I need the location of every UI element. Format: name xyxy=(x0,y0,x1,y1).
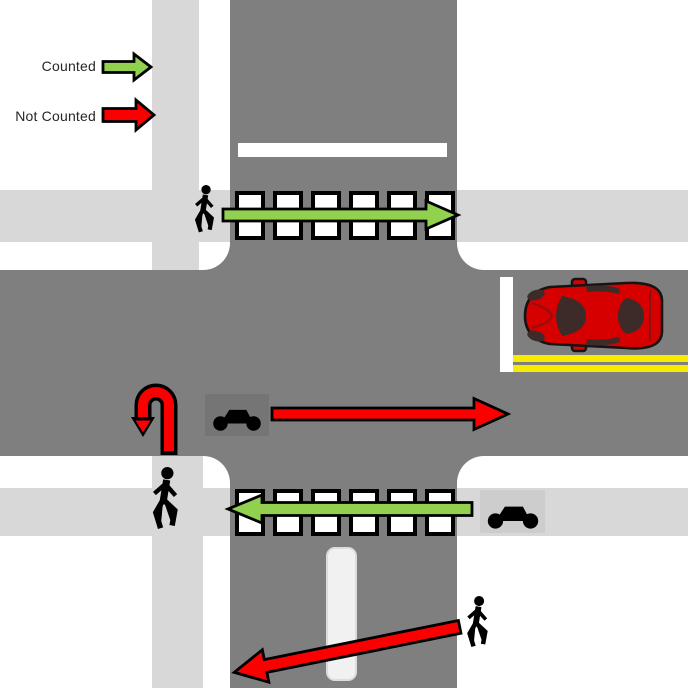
bicycle-icon-crosswalk xyxy=(484,494,542,530)
counted-arrow-top-crosswalk xyxy=(221,198,462,232)
bicycle-icon-roadway xyxy=(209,398,265,432)
pedestrian-icon-corner xyxy=(145,467,187,535)
legend-counted-arrow xyxy=(101,51,154,83)
pedestrian-icon-top-crosswalk xyxy=(189,185,221,237)
legend-counted-label: Counted xyxy=(41,58,96,74)
stop-bar-eastbound xyxy=(500,277,513,372)
road-minor-bottom-left-vertical xyxy=(152,456,203,688)
curb-corner-southeast xyxy=(457,456,484,483)
pedestrian-icon-diagonal xyxy=(460,596,496,652)
curb-corner-northeast xyxy=(457,243,484,270)
road-major-north-leg xyxy=(230,0,457,270)
road-minor-top-left-vertical xyxy=(152,0,199,270)
curb-corner-northwest xyxy=(203,243,230,270)
stop-bar-north-leg xyxy=(238,143,447,157)
curb-corner-southwest xyxy=(203,456,230,483)
double-yellow-line-bottom xyxy=(513,365,688,372)
legend-not-counted-arrow xyxy=(101,97,157,133)
legend-not-counted-label: Not Counted xyxy=(15,108,96,124)
car-icon xyxy=(523,277,664,353)
not-counted-arrow-diagonal-pedestrian xyxy=(231,618,463,685)
double-yellow-line-top xyxy=(513,355,688,362)
counted-arrow-bottom-crosswalk xyxy=(224,492,474,526)
u-turn-arrow xyxy=(131,383,178,455)
not-counted-arrow-bicycle-through xyxy=(270,396,512,432)
